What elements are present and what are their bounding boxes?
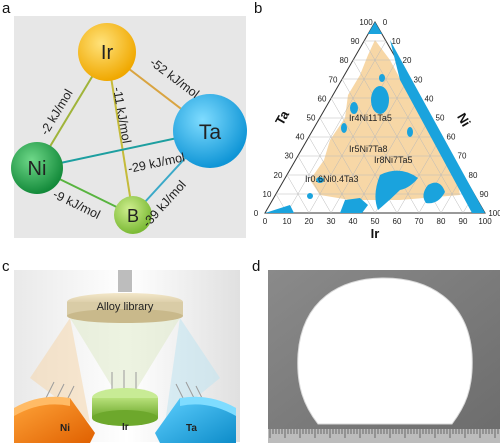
axis-label-ni: Ni	[454, 110, 473, 129]
tick-left-70: 70	[329, 75, 338, 84]
target-ni	[14, 398, 95, 443]
tick-right-60: 60	[447, 133, 456, 142]
tick-right-40: 40	[425, 94, 434, 103]
tick-right-100: 100	[488, 209, 500, 218]
tick-right-70: 70	[458, 152, 467, 161]
ruler-ticks	[269, 429, 499, 438]
tick-left-80: 80	[340, 56, 349, 65]
panel-label-d: d	[252, 258, 261, 275]
atom-b	[114, 196, 152, 234]
atom-ir-label: Ir	[101, 42, 114, 64]
phase-regions	[265, 22, 485, 213]
tick-bottom-90: 90	[459, 217, 468, 226]
composition-label-2: Ir5Ni7Ta8	[349, 144, 388, 154]
holder-rod	[118, 270, 132, 292]
composition-label-3: Ir8Ni7Ta5	[374, 155, 413, 165]
target-ni-label: Ni	[60, 423, 70, 434]
composition-label-1: Ir4Ni11Ta5	[349, 113, 392, 123]
tick-bottom-30: 30	[327, 217, 336, 226]
tick-right-90: 90	[480, 190, 489, 199]
ternary-phase-diagram: Ir4Ni11Ta5 Ir5Ni7Ta8 Ir8Ni7Ta5 Ir0.6Ni0.…	[254, 18, 500, 241]
tick-bottom-50: 50	[371, 217, 380, 226]
tick-left-50: 50	[307, 114, 316, 123]
tick-left-20: 20	[274, 171, 283, 180]
atom-ni	[11, 142, 63, 194]
composition-label-4: Ir0.6Ni0.4Ta3	[305, 174, 359, 184]
panel-label-a: a	[2, 0, 11, 17]
target-ta	[155, 398, 236, 443]
tick-bottom-70: 70	[415, 217, 424, 226]
panel-a: a Ir Ta Ni B -52 kJ/mol -2 kJ/mol -11 kJ…	[0, 0, 250, 240]
tick-left-90: 90	[351, 37, 360, 46]
atom-b-label: B	[127, 206, 139, 226]
panel-label-b: b	[254, 0, 263, 17]
target-ir-label: Ir	[122, 422, 129, 433]
tick-right-30: 30	[414, 75, 423, 84]
tick-bottom-0: 0	[263, 217, 268, 226]
composition-region	[310, 40, 460, 200]
wafer-photo	[268, 270, 500, 443]
axis-label-ta: Ta	[272, 107, 292, 127]
tick-bottom-40: 40	[349, 217, 358, 226]
sputtering-setup-illustration: Alloy library Ni Ir Ta	[14, 270, 240, 443]
tick-bottom-60: 60	[393, 217, 402, 226]
wafer	[297, 277, 473, 425]
atom-ta	[173, 94, 247, 168]
tick-bottom-80: 80	[437, 217, 446, 226]
tick-right-20: 20	[403, 56, 412, 65]
panel-label-c: c	[2, 258, 10, 275]
tick-bottom-100: 100	[478, 217, 492, 226]
tick-right-0: 0	[383, 18, 388, 27]
tick-left-40: 40	[296, 133, 305, 142]
tick-left-60: 60	[318, 94, 327, 103]
tick-right-50: 50	[436, 114, 445, 123]
panel-c: c Alloy library	[0, 258, 250, 443]
panel-d: d	[252, 258, 500, 443]
atom-ni-label: Ni	[28, 158, 47, 180]
tick-bottom-10: 10	[283, 217, 292, 226]
tick-right-80: 80	[469, 171, 478, 180]
atom-ir	[78, 23, 136, 81]
axis-label-ir: Ir	[371, 226, 380, 240]
ruler	[268, 429, 500, 443]
tick-bottom-20: 20	[305, 217, 314, 226]
tick-left-10: 10	[263, 190, 272, 199]
binary-energy-diagram: Ir Ta Ni B -52 kJ/mol -2 kJ/mol -11 kJ/m…	[11, 16, 247, 238]
target-ta-label: Ta	[186, 423, 197, 434]
tick-left-0: 0	[254, 209, 259, 218]
tick-right-10: 10	[392, 37, 401, 46]
atom-ta-label: Ta	[199, 121, 222, 144]
tick-left-100: 100	[359, 18, 373, 27]
panel-b: b	[250, 0, 500, 241]
tick-left-30: 30	[285, 152, 294, 161]
alloy-library-label: Alloy library	[97, 301, 154, 313]
ternary-grid	[275, 40, 475, 214]
